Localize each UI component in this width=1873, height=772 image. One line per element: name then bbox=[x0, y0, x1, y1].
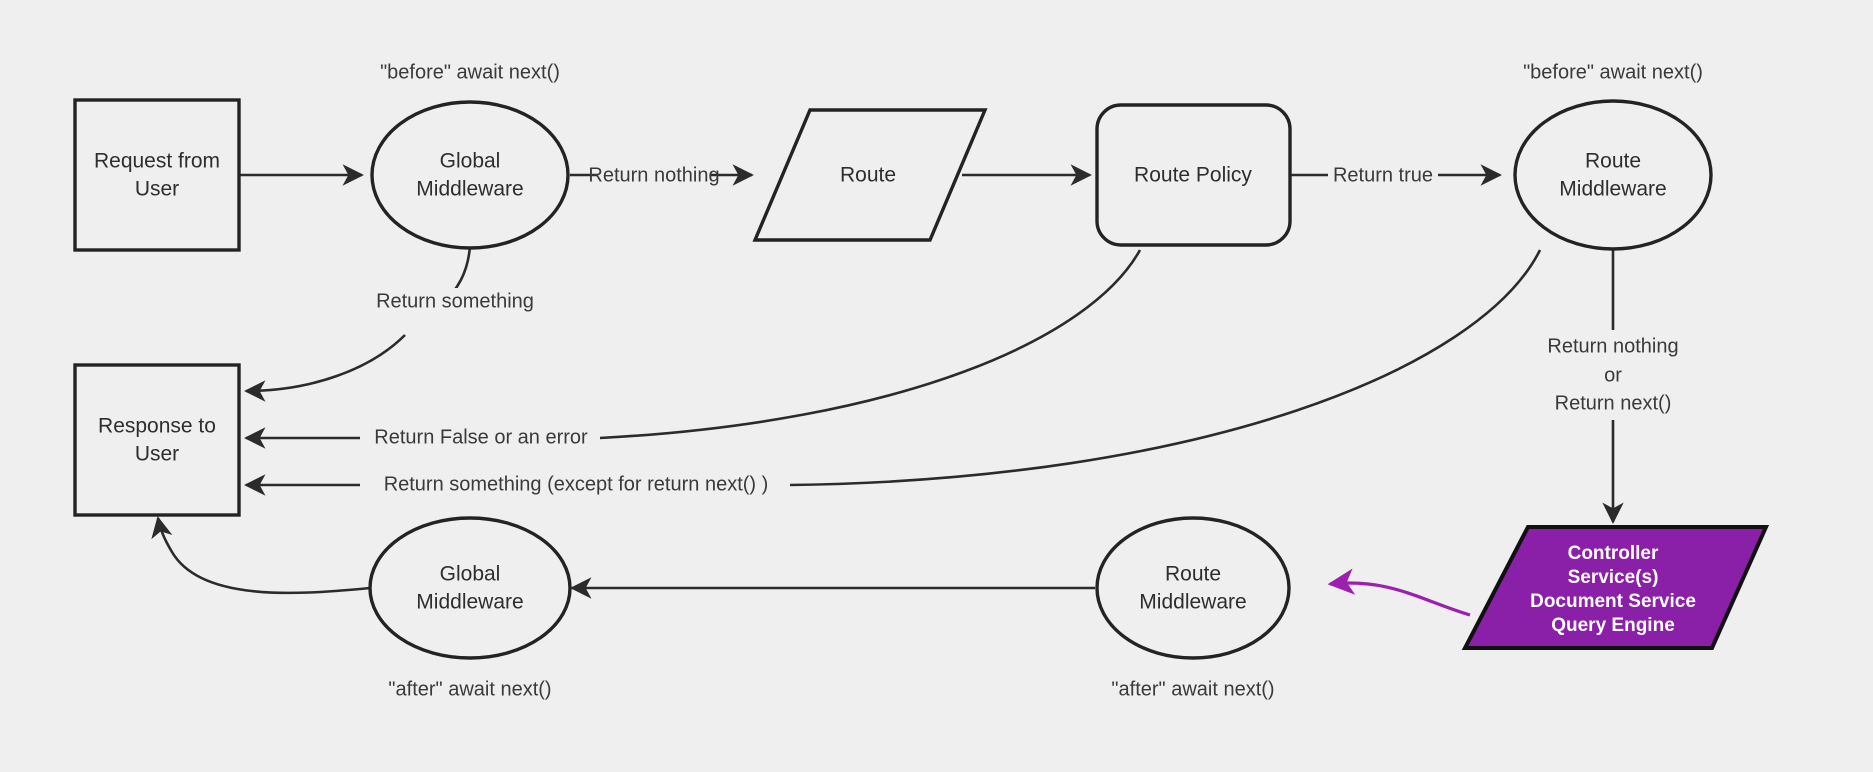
global-middleware-bottom-shape bbox=[368, 516, 572, 660]
global-middleware-top-label-line2: Middleware bbox=[416, 178, 523, 201]
request-box-shape bbox=[73, 98, 241, 252]
edge-label-return-nothing-or-next-line3: Return next() bbox=[1555, 392, 1672, 414]
edge-route-policy-to-response-curve bbox=[599, 249, 1142, 440]
node-global-middleware-bottom[interactable]: Global Middleware bbox=[368, 516, 572, 660]
global-middleware-top-shape bbox=[370, 100, 570, 250]
route-middleware-top-label-line1: Route bbox=[1585, 150, 1641, 173]
node-controller-services[interactable]: Controller Service(s) Document Service Q… bbox=[1461, 525, 1770, 650]
edge-label-return-false-or-error: Return False or an error bbox=[362, 424, 600, 452]
route-policy-shape bbox=[1095, 103, 1292, 247]
edge-label-return-nothing: Return nothing bbox=[588, 161, 720, 189]
route-middleware-bottom-label-line1: Route bbox=[1165, 563, 1221, 586]
controller-shape bbox=[1461, 525, 1770, 650]
edge-route-middleware-to-response-curve bbox=[789, 249, 1542, 487]
route-middleware-bottom-label-line2: Middleware bbox=[1139, 591, 1246, 614]
node-request-from-user[interactable]: Request from User bbox=[73, 98, 241, 252]
node-response-to-user[interactable]: Response to User bbox=[73, 363, 241, 517]
controller-label-line3: Document Service bbox=[1530, 591, 1696, 612]
response-label-line2: User bbox=[135, 443, 179, 466]
edge-global-middleware-to-response-tail bbox=[244, 334, 406, 402]
route-policy-label: Route Policy bbox=[1134, 164, 1252, 187]
edge-label-return-something-except-text: Return something (except for return next… bbox=[384, 473, 769, 495]
node-global-middleware-top[interactable]: Global Middleware bbox=[370, 100, 570, 250]
route-middleware-top-shape bbox=[1513, 99, 1713, 251]
global-middleware-bottom-label-line2: Middleware bbox=[416, 591, 523, 614]
route-shape bbox=[752, 108, 988, 242]
edge-label-return-false-or-error-text: Return False or an error bbox=[374, 426, 588, 448]
node-route-middleware-bottom[interactable]: Route Middleware bbox=[1095, 516, 1291, 660]
request-label-line1: Request from bbox=[94, 150, 220, 173]
node-route-middleware-top[interactable]: Route Middleware bbox=[1513, 99, 1713, 251]
edge-label-return-nothing-or-next: Return nothing or Return next() bbox=[1528, 332, 1700, 420]
edge-label-return-something-text: Return something bbox=[376, 290, 534, 312]
node-route-policy[interactable]: Route Policy bbox=[1095, 103, 1292, 247]
edge-label-return-something-except: Return something (except for return next… bbox=[362, 471, 790, 499]
controller-label-line2: Service(s) bbox=[1568, 567, 1659, 588]
edge-global-middleware-bottom-to-response bbox=[151, 516, 371, 595]
route-middleware-bottom-shape bbox=[1095, 516, 1291, 660]
node-route[interactable]: Route bbox=[752, 108, 988, 242]
edge-label-return-nothing-text: Return nothing bbox=[588, 164, 719, 186]
controller-label-line4: Query Engine bbox=[1551, 615, 1675, 636]
edge-label-return-something: Return something bbox=[365, 288, 543, 316]
global-middleware-bottom-label-line1: Global bbox=[440, 563, 501, 586]
global-middleware-top-label-line1: Global bbox=[440, 150, 501, 173]
edge-label-return-true: Return true bbox=[1328, 161, 1438, 189]
route-label: Route bbox=[840, 164, 896, 187]
annotation-before-await-next-route: "before" await next() bbox=[1523, 61, 1703, 83]
request-label-line2: User bbox=[135, 178, 179, 201]
response-box-shape bbox=[73, 363, 241, 517]
edge-controller-to-route-middleware-bottom bbox=[1327, 568, 1471, 617]
annotation-before-await-next-global: "before" await next() bbox=[380, 61, 560, 83]
annotation-after-await-next-global: "after" await next() bbox=[388, 678, 551, 700]
annotation-after-await-next-route: "after" await next() bbox=[1111, 678, 1274, 700]
route-middleware-top-label-line2: Middleware bbox=[1559, 178, 1666, 201]
controller-label-line1: Controller bbox=[1568, 543, 1659, 564]
edge-label-return-true-text: Return true bbox=[1333, 164, 1433, 186]
edge-label-return-nothing-or-next-line1: Return nothing bbox=[1547, 335, 1678, 357]
response-label-line1: Response to bbox=[98, 415, 216, 438]
edge-label-return-nothing-or-next-line2: or bbox=[1604, 364, 1622, 386]
